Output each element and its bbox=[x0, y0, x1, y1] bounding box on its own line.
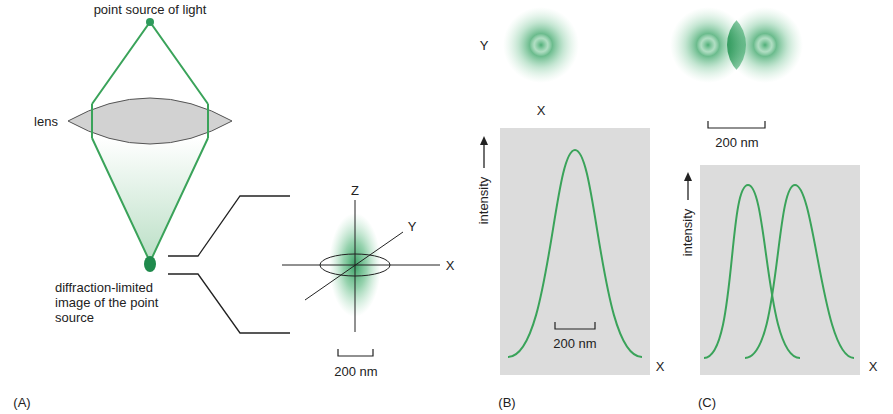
axis-arrow bbox=[687, 178, 688, 200]
xy-plane-ring bbox=[320, 254, 390, 276]
zoom-bracket bbox=[168, 274, 290, 333]
scale-bar bbox=[555, 322, 595, 329]
lens-label: lens bbox=[34, 114, 58, 129]
intensity-curve bbox=[704, 185, 800, 358]
x-axis bbox=[282, 265, 440, 266]
axis-label: X bbox=[869, 359, 878, 374]
plot-ground bbox=[700, 165, 860, 375]
axis-label: X bbox=[656, 359, 665, 374]
airy-disk bbox=[670, 7, 746, 83]
scale-bar bbox=[338, 349, 373, 356]
lens-shape bbox=[68, 98, 232, 144]
airy-disk bbox=[503, 7, 579, 83]
source-label: point source of light bbox=[94, 2, 207, 17]
intensity-curve bbox=[508, 150, 642, 357]
axis-label: X bbox=[446, 258, 455, 273]
light-ray bbox=[92, 138, 208, 262]
axis-arrowhead bbox=[684, 172, 692, 181]
axis-arrowhead bbox=[480, 136, 488, 145]
panel-label: (B) bbox=[498, 395, 515, 410]
image-spot bbox=[144, 256, 156, 272]
axis-label: X bbox=[537, 103, 546, 118]
scale-label: 200 nm bbox=[334, 364, 377, 379]
axis-title: intensity bbox=[680, 208, 695, 256]
panel-label: (A) bbox=[13, 395, 30, 410]
axis-label: Y bbox=[480, 38, 489, 53]
axis-label: Z bbox=[351, 183, 359, 198]
panel-label: (C) bbox=[698, 395, 716, 410]
light-cone bbox=[92, 138, 208, 262]
axis-arrow bbox=[483, 142, 484, 168]
plot-ground bbox=[500, 128, 650, 375]
light-ray bbox=[207, 104, 209, 138]
overlap-region bbox=[670, 7, 746, 83]
scale-bar bbox=[708, 121, 765, 128]
image-label: diffraction-limited image of the point s… bbox=[55, 280, 185, 325]
y-axis bbox=[305, 232, 403, 300]
light-ray bbox=[92, 22, 208, 104]
scale-label: 200 nm bbox=[553, 336, 596, 351]
axis-title: intensity bbox=[476, 176, 491, 224]
axis-label: Y bbox=[408, 219, 417, 234]
point-source bbox=[146, 18, 154, 26]
scale-label: 200 nm bbox=[715, 135, 758, 150]
light-ray bbox=[91, 104, 93, 138]
intensity-curve bbox=[745, 185, 854, 358]
zoom-bracket bbox=[168, 196, 290, 256]
